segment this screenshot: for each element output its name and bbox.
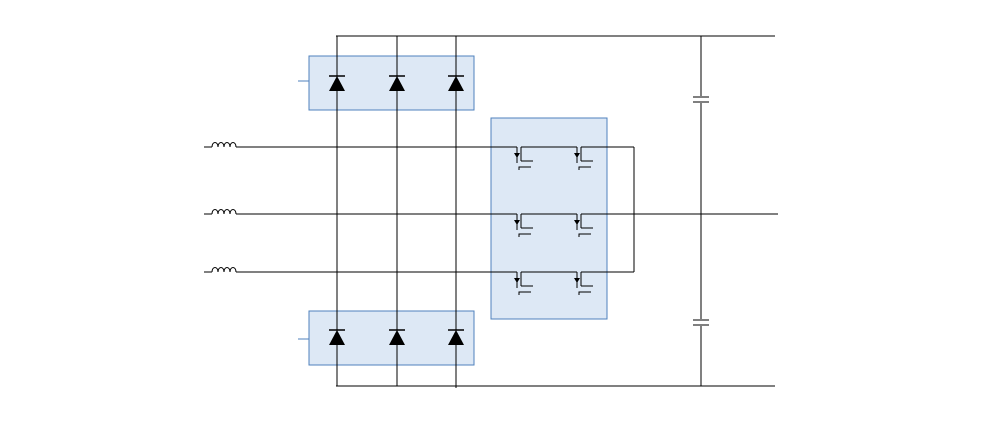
inductor-icon (211, 209, 237, 215)
mosfet-gate (578, 291, 591, 295)
mosfet-switch-r3-c2 (574, 271, 593, 295)
mosfet-arrow (514, 278, 520, 283)
mosfet-gate (518, 233, 531, 237)
input-phase-3 (204, 267, 517, 273)
dc-capacitor-top (692, 96, 710, 103)
diode-icon (329, 76, 345, 91)
mosfet-switch-r1-c2 (574, 146, 593, 170)
mosfet-arrow (514, 220, 520, 225)
mosfet-arrow (574, 153, 580, 158)
mosfet-gate (518, 291, 531, 295)
switch-matrix-box (490, 117, 608, 320)
lower-diode-1 (329, 329, 345, 345)
mosfet-gate (578, 233, 591, 237)
mosfet-switch-r2-c2 (574, 213, 593, 237)
diode-icon (389, 330, 405, 345)
inductor-icon (211, 267, 237, 273)
capacitor-gap (692, 96, 710, 103)
upper-diode-2 (389, 75, 405, 91)
input-phase-2 (204, 209, 517, 215)
mosfet-switch-r1-c1 (514, 146, 533, 170)
mosfet-arrow (574, 278, 580, 283)
mosfet-switch-r3-c1 (514, 271, 533, 295)
inductor-icon (211, 142, 237, 148)
dc-capacitor-bottom (692, 319, 710, 326)
mosfet-gate (578, 166, 591, 170)
input-phase-1 (204, 142, 517, 148)
upper-diode-1 (329, 75, 345, 91)
diode-icon (389, 76, 405, 91)
lower-diode-3 (448, 329, 464, 345)
diode-icon (448, 330, 464, 345)
mosfet-switch-r2-c1 (514, 213, 533, 237)
upper-diode-3 (448, 75, 464, 91)
diode-icon (448, 76, 464, 91)
diode-icon (329, 330, 345, 345)
capacitor-gap (692, 319, 710, 326)
mosfet-arrow (514, 153, 520, 158)
mosfet-arrow (574, 220, 580, 225)
mosfet-gate (518, 166, 531, 170)
lower-diode-2 (389, 329, 405, 345)
